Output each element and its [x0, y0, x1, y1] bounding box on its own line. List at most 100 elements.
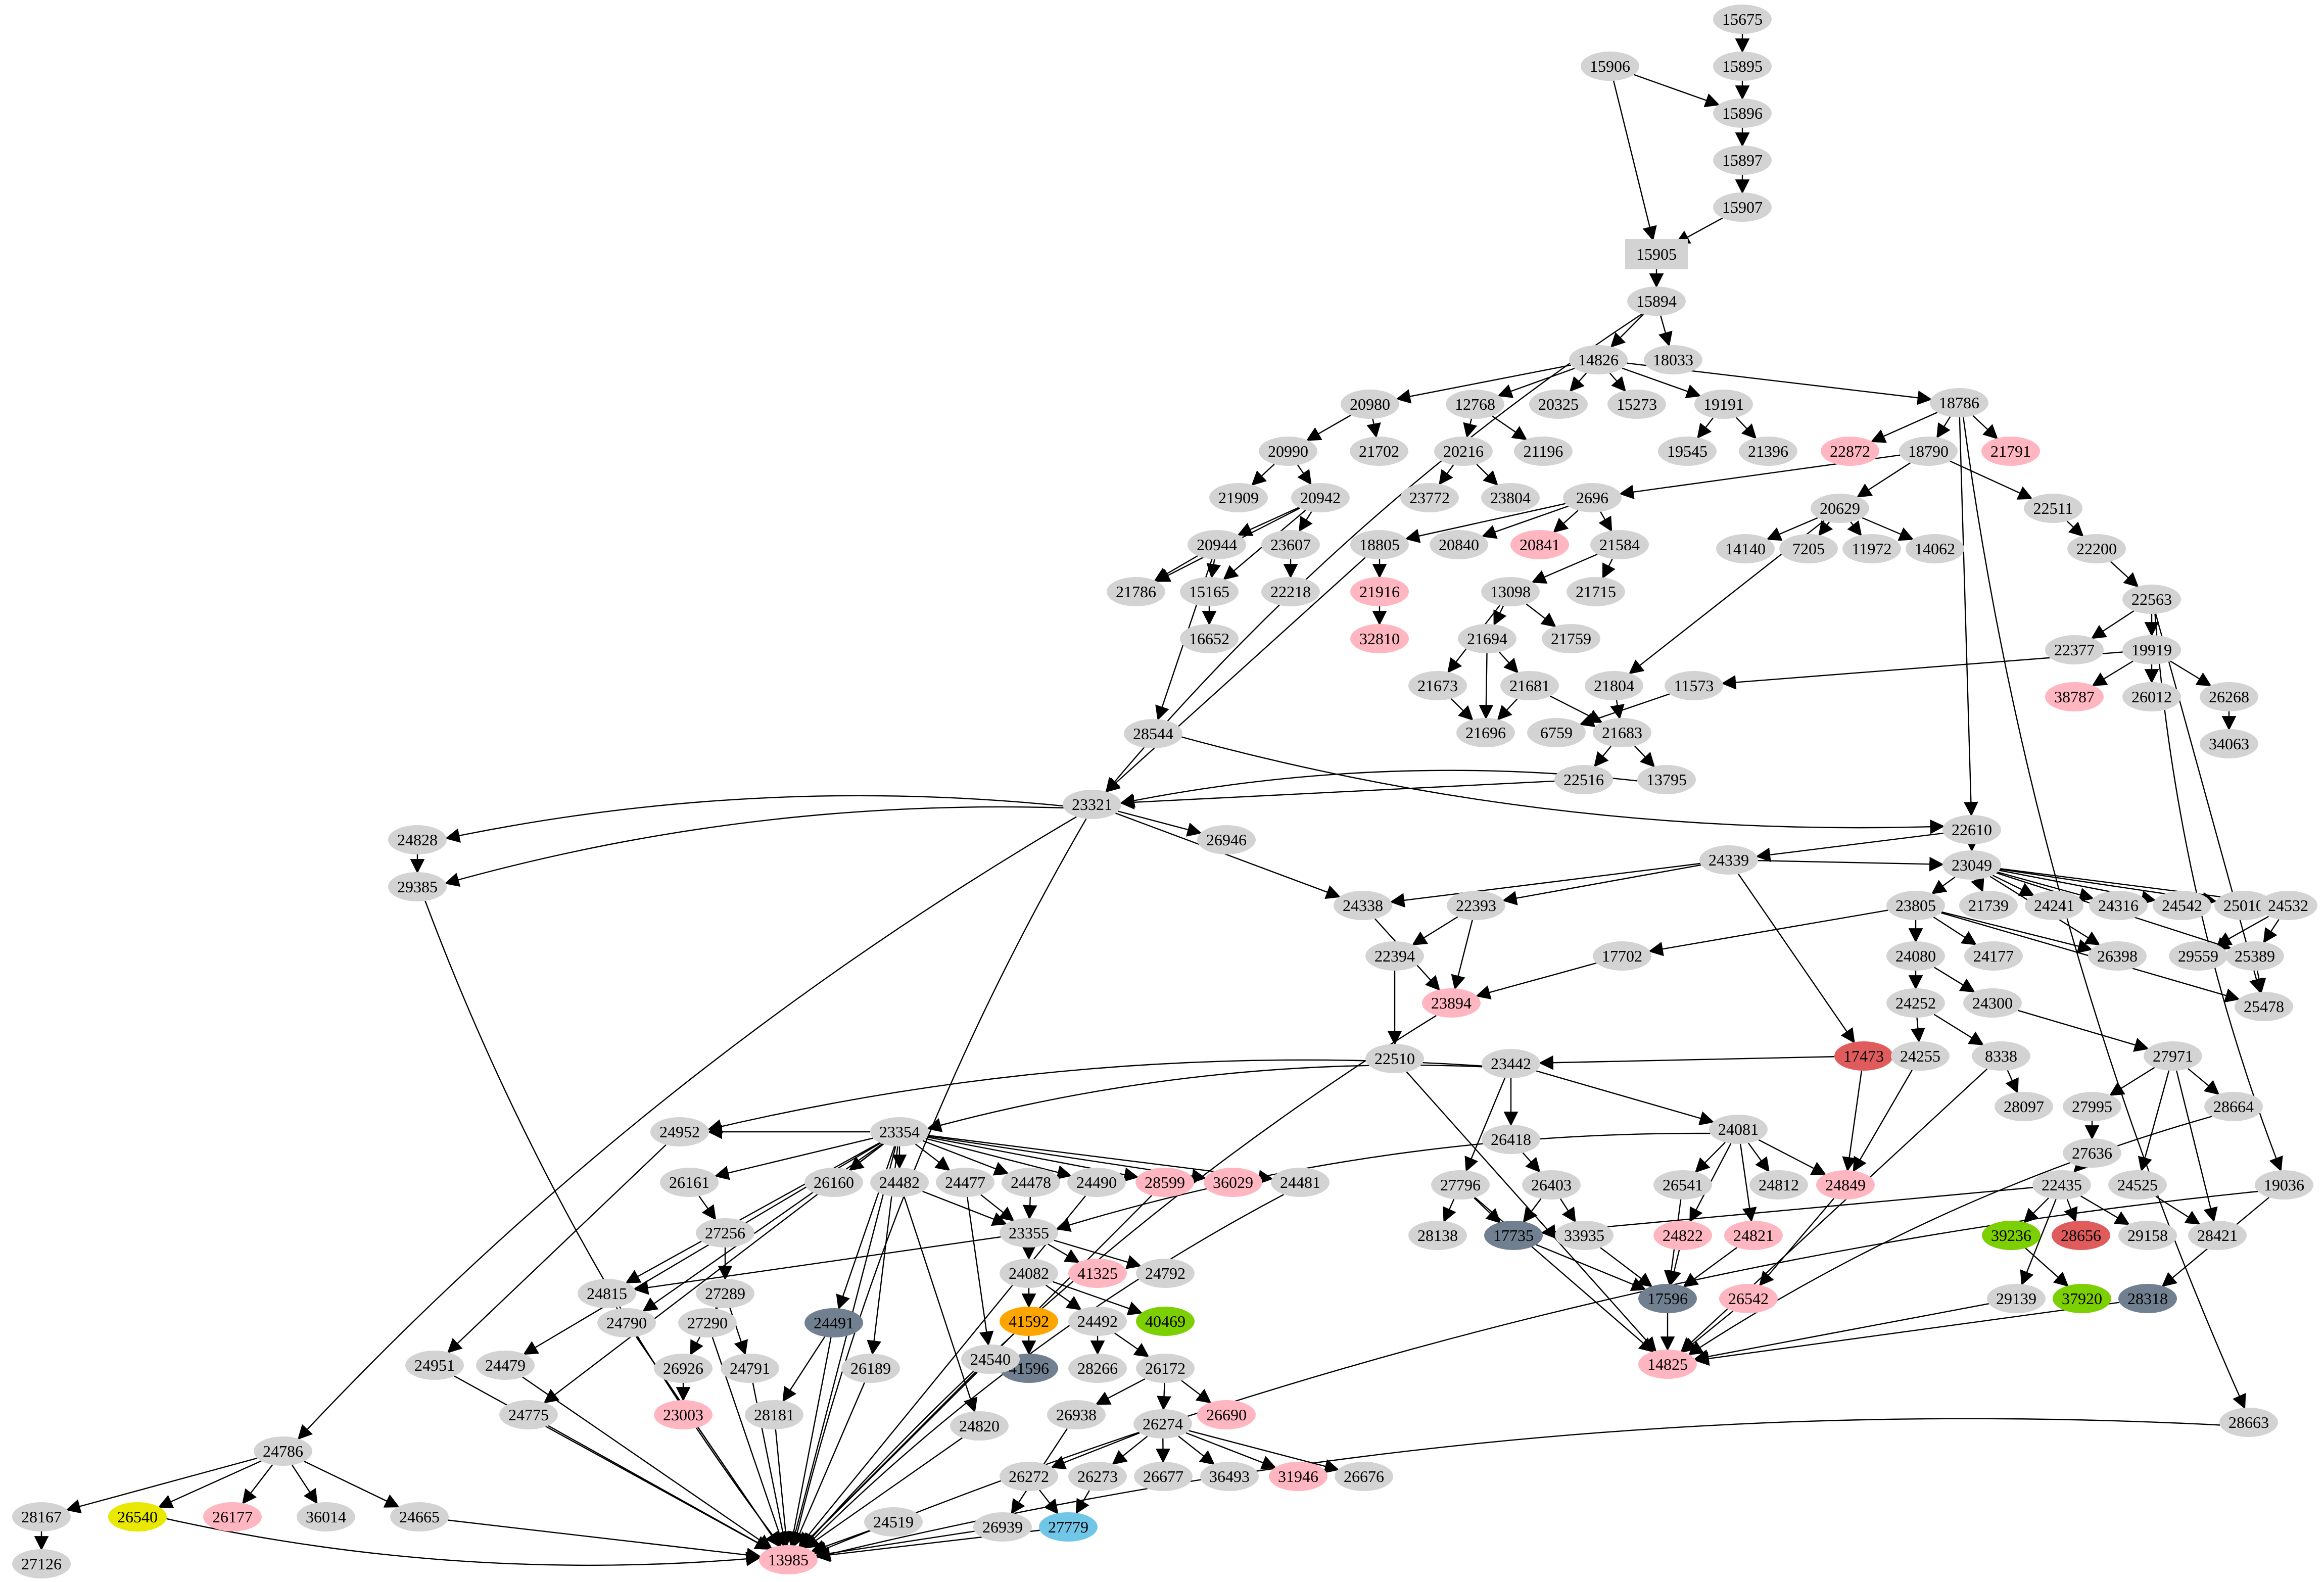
node-label-23804: 23804	[1490, 489, 1531, 507]
node-shape-23804	[1481, 483, 1540, 512]
node-label-25010: 25010	[2223, 896, 2264, 915]
edge-2696-18805	[1405, 503, 1566, 543]
edge-27289-24791	[729, 1308, 748, 1356]
node-24519: 24519	[864, 1507, 923, 1537]
node-shape-28544	[1124, 719, 1182, 748]
edge-23355-24792	[1054, 1239, 1142, 1269]
node-label-19036: 19036	[2264, 1176, 2304, 1194]
node-shape-24791	[721, 1354, 779, 1383]
node-26676: 26676	[1335, 1462, 1393, 1491]
node-29559: 29559	[2169, 941, 2227, 971]
node-label-24791: 24791	[730, 1359, 770, 1377]
edge-20990-21909	[1251, 463, 1275, 486]
node-24492: 24492	[1068, 1307, 1127, 1336]
node-label-6759: 6759	[1540, 724, 1573, 742]
node-label-26403: 26403	[1531, 1176, 1572, 1194]
node-24338: 24338	[1334, 891, 1392, 920]
node-label-28318: 28318	[2127, 1289, 2168, 1308]
node-6759: 6759	[1527, 718, 1586, 747]
node-33935: 33935	[1555, 1221, 1614, 1250]
node-shape-21584	[1590, 530, 1649, 559]
node-label-22394: 22394	[1374, 947, 1415, 965]
node-label-15906: 15906	[1590, 57, 1630, 75]
node-label-28656: 28656	[2061, 1226, 2101, 1244]
edge-22393-23894	[1451, 920, 1473, 990]
edge-26274-36493	[1178, 1435, 1215, 1465]
node-label-14826: 14826	[1578, 351, 1619, 369]
node-28599: 28599	[1135, 1168, 1194, 1197]
node-label-40469: 40469	[1145, 1312, 1185, 1330]
edge-25389-25478	[2252, 970, 2266, 993]
node-shape-27126	[12, 1549, 71, 1578]
edge-22435-29139	[2020, 1199, 2057, 1286]
edge-28544-22610	[1181, 736, 1945, 834]
node-shape-24477	[936, 1168, 994, 1197]
node-15675: 15675	[1713, 5, 1772, 34]
node-shape-24338	[1334, 891, 1392, 920]
edge-18786-22610	[1959, 417, 1978, 817]
node-26939: 26939	[973, 1512, 1032, 1542]
node-shape-21739	[1959, 891, 2018, 920]
node-24542: 24542	[2153, 891, 2211, 920]
node-23894: 23894	[1422, 988, 1481, 1018]
node-shape-24532	[2259, 891, 2317, 920]
node-24081: 24081	[1709, 1115, 1768, 1144]
node-shape-23321	[1063, 790, 1121, 819]
node-label-15894: 15894	[1636, 292, 1677, 310]
node-label-24821: 24821	[1733, 1226, 1774, 1244]
node-label-27289: 27289	[705, 1284, 745, 1303]
edge-29385-13985	[424, 900, 782, 1547]
node-shape-22610	[1942, 815, 2001, 844]
edge-21681-21696	[1497, 698, 1518, 721]
edge-26273-27779	[1075, 1490, 1090, 1514]
node-label-38787: 38787	[2054, 688, 2095, 706]
node-23003: 23003	[654, 1400, 713, 1429]
node-shape-23049	[1942, 850, 2001, 880]
edge-24482-23355	[922, 1190, 1007, 1226]
node-shape-24479	[476, 1351, 535, 1380]
node-label-26398: 26398	[2097, 947, 2138, 965]
node-26403: 26403	[1522, 1170, 1581, 1200]
node-label-28664: 28664	[2213, 1097, 2254, 1116]
edge-23321-24786	[297, 816, 1077, 1440]
node-23354: 23354	[870, 1117, 929, 1146]
edge-27971-28664	[2188, 1068, 2220, 1095]
node-shape-19545	[1658, 437, 1717, 466]
node-28318: 28318	[2118, 1284, 2177, 1313]
node-24822: 24822	[1653, 1221, 1712, 1250]
node-24082: 24082	[1000, 1259, 1058, 1288]
node-20216: 20216	[1434, 437, 1493, 466]
node-27289: 27289	[696, 1279, 754, 1308]
edge-21694-21681	[1498, 651, 1519, 674]
edge-8338-28097	[2005, 1070, 2019, 1094]
node-label-24519: 24519	[873, 1513, 914, 1531]
node-label-24822: 24822	[1663, 1226, 1703, 1244]
node-22510: 22510	[1365, 1044, 1424, 1073]
node-21786: 21786	[1107, 577, 1165, 606]
edge-24849-26542	[1759, 1197, 1835, 1286]
node-shape-22200	[2067, 534, 2126, 563]
node-shape-6759	[1527, 718, 1586, 747]
node-shape-23442	[1482, 1049, 1540, 1078]
edge-24481-13985	[803, 1193, 1285, 1549]
edge-23442-23354	[926, 1064, 1483, 1132]
node-20840: 20840	[1430, 530, 1488, 559]
node-24775: 24775	[499, 1400, 558, 1429]
node-label-20841: 20841	[1520, 536, 1560, 554]
node-21396: 21396	[1739, 437, 1797, 466]
edge-21694-21696	[1479, 653, 1494, 720]
node-label-21916: 21916	[1359, 583, 1400, 601]
node-21916: 21916	[1350, 577, 1409, 606]
node-36014: 36014	[297, 1502, 355, 1531]
node-18786: 18786	[1930, 388, 1988, 417]
edge-24252-8338	[1933, 1014, 1984, 1045]
node-label-28167: 28167	[21, 1508, 62, 1526]
edge-23805-24177	[1933, 916, 1977, 945]
node-label-22563: 22563	[2131, 590, 2172, 608]
node-28097: 28097	[1995, 1092, 2053, 1121]
node-label-24790: 24790	[606, 1314, 647, 1332]
node-label-11573: 11573	[1674, 677, 1714, 695]
node-26274: 26274	[1133, 1409, 1192, 1439]
node-label-36493: 36493	[1209, 1467, 1250, 1485]
node-24478: 24478	[1002, 1168, 1060, 1197]
